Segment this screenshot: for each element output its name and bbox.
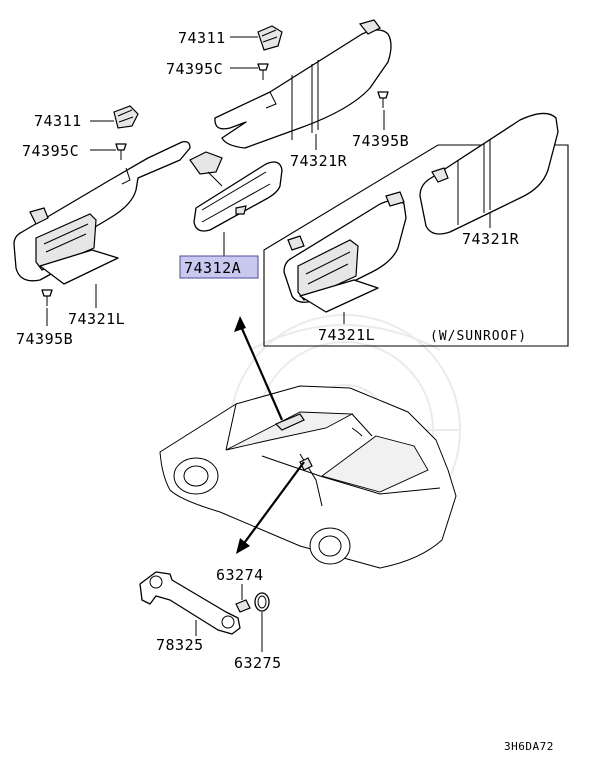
- highlight-box-74312A: [179, 255, 259, 279]
- screw-74395B-left[interactable]: [41, 289, 53, 306]
- label-74311-top[interactable]: 74311: [178, 29, 226, 47]
- label-74321L-left[interactable]: 74321L: [68, 310, 125, 328]
- label-78325[interactable]: 78325: [156, 636, 204, 654]
- sun-visor-right-sunroof[interactable]: [419, 112, 559, 235]
- label-74395B-top[interactable]: 74395B: [352, 132, 409, 150]
- rear-view-mirror[interactable]: [189, 151, 283, 232]
- mirror-left-visor: [35, 213, 119, 285]
- visor-clip-74311-top[interactable]: [257, 25, 283, 51]
- label-74395C-top[interactable]: 74395C: [166, 60, 223, 78]
- sun-visor-right-top[interactable]: [214, 29, 392, 149]
- label-74321L-sunroof[interactable]: 74321L: [318, 326, 375, 344]
- visor-hinge-top-right: [358, 19, 381, 35]
- arrow-to-grip: [236, 461, 305, 554]
- visor-hinge-left: [29, 207, 49, 225]
- assist-grip[interactable]: [139, 571, 241, 635]
- diagram-code: 3H6DA72: [504, 740, 554, 753]
- arrow-to-mirror: [234, 316, 284, 421]
- label-sunroof-note: (W/SUNROOF): [430, 329, 527, 344]
- label-74312A[interactable]: 74312A: [184, 259, 241, 277]
- car-body-illustration: [159, 385, 457, 569]
- leader-lines: [46, 36, 491, 652]
- label-74321R-top[interactable]: 74321R: [290, 152, 348, 170]
- screw-63274[interactable]: [235, 594, 251, 613]
- screw-74395B-top[interactable]: [377, 91, 389, 108]
- label-74395B-left[interactable]: 74395B: [16, 330, 73, 348]
- screw-74395C-top[interactable]: [257, 63, 269, 80]
- label-74321R-sunroof[interactable]: 74321R: [462, 230, 520, 248]
- label-63274[interactable]: 63274: [216, 566, 264, 584]
- cap-63275[interactable]: [254, 592, 270, 612]
- label-63275[interactable]: 63275: [234, 654, 282, 672]
- label-74395C-left[interactable]: 74395C: [22, 142, 79, 160]
- label-74311-left[interactable]: 74311: [34, 112, 82, 130]
- sunroof-variant-frame: [263, 144, 569, 347]
- screw-74395C-left[interactable]: [115, 143, 127, 160]
- visor-clip-74311-left[interactable]: [113, 105, 139, 129]
- sun-visor-left-sunroof[interactable]: [283, 191, 407, 313]
